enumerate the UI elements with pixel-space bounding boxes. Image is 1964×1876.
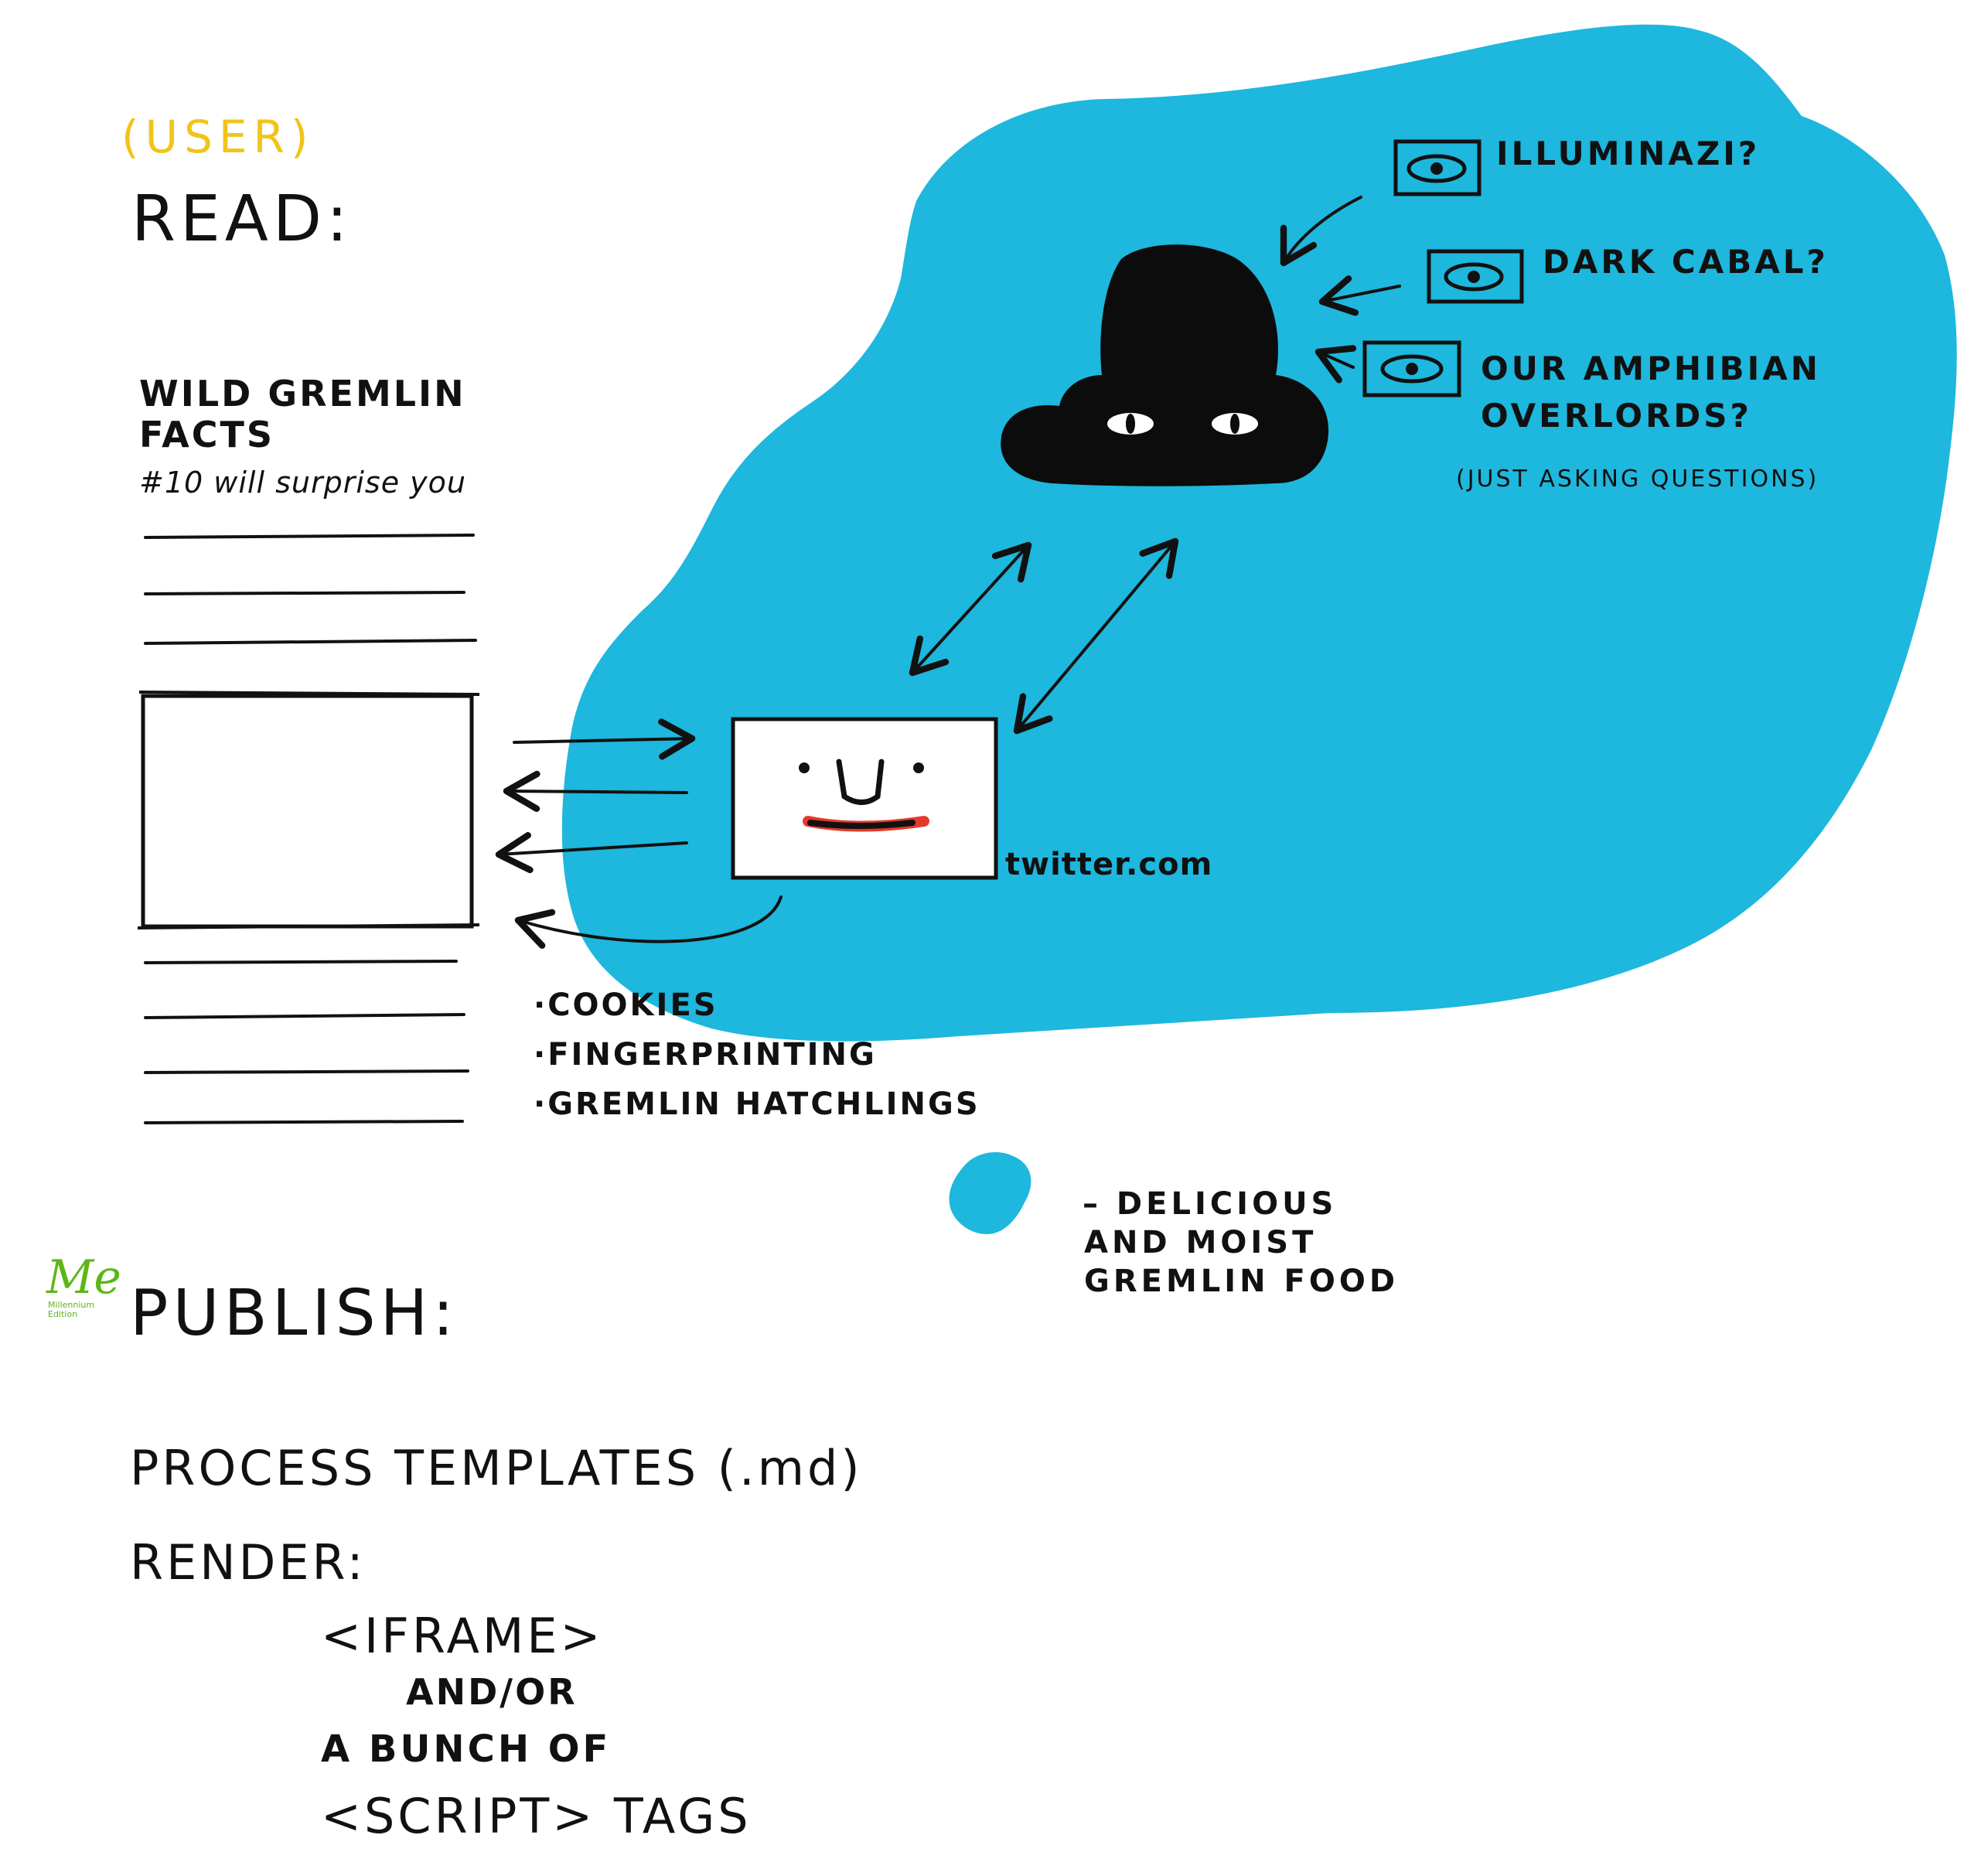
publish-iframe: <IFRAME> <box>321 1608 604 1664</box>
eye-box-icon-1 <box>1393 139 1482 196</box>
twitter-label: twitter.com <box>1005 847 1213 882</box>
publish-script-tags: <SCRIPT> TAGS <box>321 1788 752 1844</box>
publish-process-templates: PROCESS TEMPLATES (.md) <box>130 1440 863 1496</box>
question-arrows <box>1280 196 1401 384</box>
article-text-lines-bottom <box>144 960 469 1124</box>
publish-bunch-of: A BUNCH OF <box>321 1728 612 1771</box>
eye-box-icon-3 <box>1362 340 1461 397</box>
just-asking-note: (JUST ASKING QUESTIONS) <box>1456 466 1819 493</box>
eye-box-icon-2 <box>1427 249 1524 304</box>
article-image-placeholder <box>141 694 474 929</box>
article-title-line1: WILD GREMLIN <box>139 373 466 414</box>
question-dark-cabal: DARK CABAL? <box>1543 243 1829 281</box>
read-title: READ: <box>131 182 353 256</box>
me-logo-sub1: Millennium <box>48 1300 95 1310</box>
user-label: (USER) <box>121 111 315 163</box>
tracking-method-item: ·COOKIES <box>534 987 718 1023</box>
article-title-line2: FACTS <box>139 413 275 455</box>
twitter-widget-box <box>731 717 998 880</box>
publish-render: RENDER: <box>130 1534 367 1591</box>
legend-food-line3: GREMLIN FOOD <box>1084 1264 1400 1299</box>
data-flow-arrows <box>495 718 783 949</box>
dark-cabal-gremlin-icon <box>1001 244 1329 486</box>
legend-food-line1: – DELICIOUS <box>1083 1186 1338 1222</box>
publish-title: PUBLISH: <box>130 1277 459 1350</box>
question-amphibian: OUR AMPHIBIAN OVERLORDS? <box>1481 346 1821 440</box>
me-logo: Me Millennium Edition <box>46 1254 121 1319</box>
smiley-face-icon <box>799 759 929 832</box>
question-amphibian-line2: OVERLORDS? <box>1481 396 1752 435</box>
gremlin-food-blob <box>561 24 1957 1042</box>
question-amphibian-line1: OUR AMPHIBIAN <box>1481 350 1821 387</box>
me-logo-mark: Me <box>46 1250 121 1305</box>
article-subtitle: #10 will surprise you <box>139 466 466 500</box>
tracking-method-item: ·FINGERPRINTING <box>534 1037 877 1073</box>
tracking-methods-list: ·COOKIES ·FINGERPRINTING ·GREMLIN HATCHL… <box>534 981 980 1129</box>
tracking-method-item: ·GREMLIN HATCHLINGS <box>534 1086 980 1122</box>
bidirectional-arrows <box>909 537 1179 735</box>
legend-food-line2: AND MOIST <box>1084 1225 1318 1260</box>
publish-and-or: AND/OR <box>406 1671 578 1713</box>
article-text-lines-top <box>144 534 477 645</box>
me-logo-sub2: Edition <box>48 1309 78 1320</box>
article-title: WILD GREMLIN FACTS <box>139 373 466 455</box>
legend-blob-icon <box>949 1152 1031 1234</box>
question-illuminazi: ILLUMINAZI? <box>1496 135 1761 172</box>
legend-food-label: – DELICIOUS AND MOIST GREMLIN FOOD <box>1083 1185 1399 1301</box>
